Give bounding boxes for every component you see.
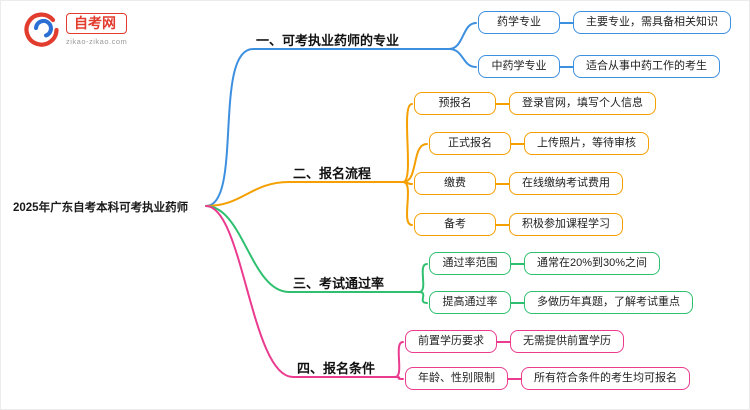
zikao-logo-icon (24, 12, 59, 47)
leaf-desc: 通常在20%到30%之间 (524, 252, 661, 275)
leaf-desc: 多做历年真题，了解考试重点 (524, 291, 693, 314)
branch-2-child-3-connector (402, 181, 413, 185)
logo[interactable]: 自考网 zikao-zikao.com (23, 11, 128, 47)
branch-1-connector (205, 48, 450, 207)
leaf-desc: 适合从事中药工作的考生 (573, 55, 720, 78)
leaf-desc: 上传照片，等待审核 (524, 132, 649, 155)
leaf-label: 预报名 (414, 92, 496, 115)
leaf-label: 提高通过率 (429, 291, 511, 314)
leaf-row: 通过率范围 通常在20%到30%之间 (429, 252, 661, 275)
branch-2-child-1-connector (402, 103, 413, 183)
leaf-connector-line (508, 377, 521, 380)
leaf-desc: 所有符合条件的考生均可报名 (521, 367, 690, 390)
leaf-connector-line (496, 182, 509, 185)
branch-1-label: 一、可考执业药师的专业 (256, 33, 400, 48)
leaf-connector-line (496, 102, 509, 105)
leaf-row: 前置学历要求 无需提供前置学历 (405, 330, 624, 353)
leaf-row: 预报名 登录官网，填写个人信息 (414, 92, 656, 115)
leaf-label: 备考 (414, 213, 496, 236)
leaf-label: 正式报名 (429, 132, 511, 155)
branch-4-child-1-connector (394, 341, 404, 378)
leaf-connector-line (511, 301, 524, 304)
leaf-label: 药学专业 (478, 11, 560, 34)
leaf-row: 备考 积极参加课程学习 (414, 213, 623, 236)
branch-2-child-4-connector (402, 181, 413, 226)
leaf-connector-line (496, 223, 509, 226)
leaf-label: 缴费 (414, 172, 496, 195)
leaf-desc: 主要专业，需具备相关知识 (573, 11, 731, 34)
logo-text: 自考网 zikao-zikao.com (66, 12, 128, 46)
leaf-connector-line (511, 142, 524, 145)
leaf-desc: 登录官网，填写个人信息 (509, 92, 656, 115)
leaf-connector-line (497, 340, 510, 343)
leaf-desc: 无需提供前置学历 (510, 330, 624, 353)
leaf-row: 正式报名 上传照片，等待审核 (429, 132, 649, 155)
leaf-label: 前置学历要求 (405, 330, 497, 353)
branch-4-label: 四、报名条件 (297, 361, 376, 376)
branch-3-label: 三、考试通过率 (293, 276, 385, 291)
branch-2-label: 二、报名流程 (293, 166, 372, 181)
leaf-connector-line (511, 262, 524, 265)
root-topic: 2025年广东自考本科可考执业药师 (13, 202, 189, 214)
leaf-row: 缴费 在线缴纳考试费用 (414, 172, 623, 195)
leaf-row: 药学专业 主要专业，需具备相关知识 (478, 11, 731, 34)
leaf-label: 中药学专业 (478, 55, 560, 78)
branch-3-child-1-connector (418, 263, 428, 293)
branch-3-child-2-connector (418, 291, 428, 304)
leaf-desc: 积极参加课程学习 (509, 213, 623, 236)
branch-4-child-2-connector (394, 376, 404, 380)
leaf-connector-line (560, 21, 573, 24)
branch-1-child-1-connector (448, 22, 477, 50)
leaf-row: 中药学专业 适合从事中药工作的考生 (478, 55, 720, 78)
leaf-connector-line (560, 65, 573, 68)
leaf-row: 提高通过率 多做历年真题，了解考试重点 (429, 291, 693, 314)
leaf-row: 年龄、性别限制 所有符合条件的考生均可报名 (405, 367, 690, 390)
leaf-desc: 在线缴纳考试费用 (509, 172, 623, 195)
branch-2-connector (205, 181, 404, 207)
logo-subtitle: zikao-zikao.com (66, 36, 128, 46)
logo-title: 自考网 (66, 12, 128, 34)
leaf-label: 年龄、性别限制 (405, 367, 508, 390)
branch-1-child-2-connector (448, 48, 477, 68)
leaf-label: 通过率范围 (429, 252, 511, 275)
